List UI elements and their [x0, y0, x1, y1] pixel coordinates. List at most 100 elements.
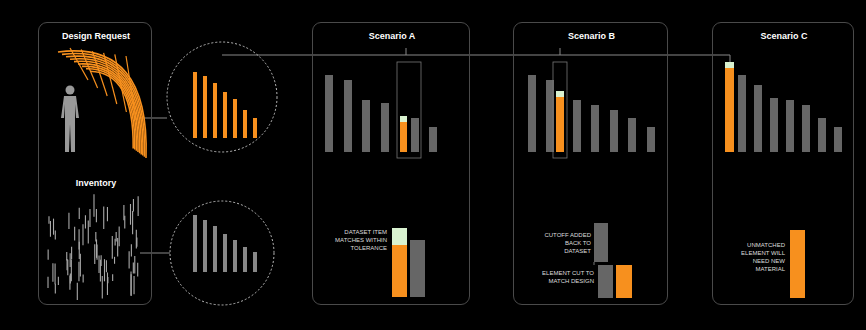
inventory-piece	[71, 247, 72, 259]
scenario-panel: Design RequestInventory	[38, 22, 152, 305]
inventory-bar	[243, 247, 247, 272]
inventory-piece	[77, 283, 78, 300]
tolerance-cap	[400, 116, 407, 122]
inventory-piece	[96, 209, 97, 222]
inventory-piece	[107, 207, 108, 221]
inventory-piece	[78, 262, 79, 282]
callout-text: CUTOFF ADDED BACK TO DATASET	[539, 231, 591, 255]
lattice-rib	[74, 61, 140, 153]
inventory-piece	[94, 244, 95, 264]
inventory-piece	[48, 250, 49, 260]
inventory-bar	[411, 118, 419, 152]
tolerance-cap	[556, 91, 564, 97]
scenario-panel: Scenario BCUTOFF ADDED BACK TO DATASETEL…	[513, 22, 668, 305]
link-line	[560, 48, 561, 55]
lattice-rib	[62, 54, 145, 157]
scenario-panel: Scenario ADATASET ITEM MATCHES WITHIN TO…	[312, 22, 470, 305]
inventory-piece	[117, 238, 118, 256]
inventory-piece	[119, 227, 120, 247]
inventory-piece	[79, 208, 80, 219]
inventory-bar	[203, 220, 207, 272]
inventory-bar	[818, 118, 826, 152]
inventory-bar	[253, 252, 257, 272]
panel-title: Scenario A	[313, 31, 471, 42]
inventory-piece	[67, 260, 68, 276]
inventory-bar	[429, 127, 437, 152]
design-bar	[243, 110, 247, 138]
inventory-piece	[85, 215, 86, 228]
design-bar	[556, 97, 564, 152]
inventory-bar	[647, 127, 655, 152]
design-bar	[725, 68, 734, 152]
panel-title: Inventory	[39, 178, 153, 189]
inventory-bar	[233, 240, 237, 272]
design-bar	[616, 265, 632, 298]
inventory-bar	[786, 100, 794, 152]
inventory-piece	[115, 239, 116, 246]
inventory-piece	[112, 274, 113, 281]
inventory-piece	[88, 221, 89, 244]
inventory-piece	[116, 232, 117, 242]
inventory-bar	[610, 110, 618, 152]
inventory-piece	[53, 219, 54, 235]
inventory-piece	[47, 277, 48, 288]
inventory-piece	[55, 284, 56, 294]
design-bar	[203, 76, 207, 138]
inventory-bar	[381, 103, 389, 152]
cut-line	[594, 262, 595, 265]
inventory-bar	[591, 105, 599, 152]
inventory-piece	[55, 264, 56, 285]
design-bar	[193, 72, 197, 138]
inventory-piece	[68, 213, 69, 229]
panel-title: Scenario B	[514, 31, 669, 42]
inventory-piece	[80, 254, 81, 277]
inventory-piece	[107, 272, 108, 295]
inventory-piece	[101, 255, 102, 266]
lattice-rib	[104, 53, 117, 104]
inventory-piece	[134, 276, 135, 294]
callout-text: UNMATCHED ELEMENT WILL NEED NEW MATERIAL	[727, 241, 785, 273]
inventory-bar	[223, 234, 227, 272]
lattice-rib	[126, 56, 136, 120]
inventory-piece	[67, 259, 68, 270]
scenario-panel: Scenario CUNMATCHED ELEMENT WILL NEED NE…	[712, 22, 854, 305]
inventory-piece	[103, 206, 104, 229]
inventory-bar	[834, 127, 842, 152]
leader-line	[140, 253, 170, 254]
inventory-piece	[136, 230, 137, 249]
cutoff-piece	[594, 223, 608, 262]
link-line	[406, 48, 407, 55]
design-bar	[213, 83, 217, 138]
inventory-piece	[98, 256, 99, 273]
inventory-piece	[83, 274, 84, 282]
inventory-piece	[123, 205, 124, 220]
inventory-piece	[106, 260, 107, 272]
inventory-bar	[325, 75, 333, 152]
inventory-piece	[133, 199, 134, 212]
inventory-piece	[130, 204, 131, 225]
inventory-bar	[213, 226, 217, 272]
inventory-piece	[112, 236, 113, 259]
inventory-bar	[362, 100, 370, 152]
inventory-bar	[573, 100, 581, 152]
inventory-piece	[55, 231, 56, 240]
lattice-rib	[70, 59, 141, 155]
inventory-piece	[134, 256, 135, 274]
inventory-piece	[58, 277, 59, 285]
inventory-bar	[738, 75, 746, 152]
human-figure	[66, 86, 75, 95]
tolerance-cap	[392, 228, 407, 245]
inventory-piece	[70, 253, 71, 267]
match-bracket	[553, 62, 567, 158]
lattice-rib	[82, 66, 136, 150]
inventory-piece	[52, 263, 53, 282]
inventory-piece	[93, 194, 94, 216]
design-bar	[253, 118, 257, 138]
inventory-bar	[754, 85, 762, 152]
design-bar	[400, 122, 407, 152]
inventory-piece	[136, 237, 137, 246]
inventory-piece	[133, 263, 134, 274]
lattice-rib	[70, 48, 88, 80]
lattice-rib	[66, 56, 143, 155]
